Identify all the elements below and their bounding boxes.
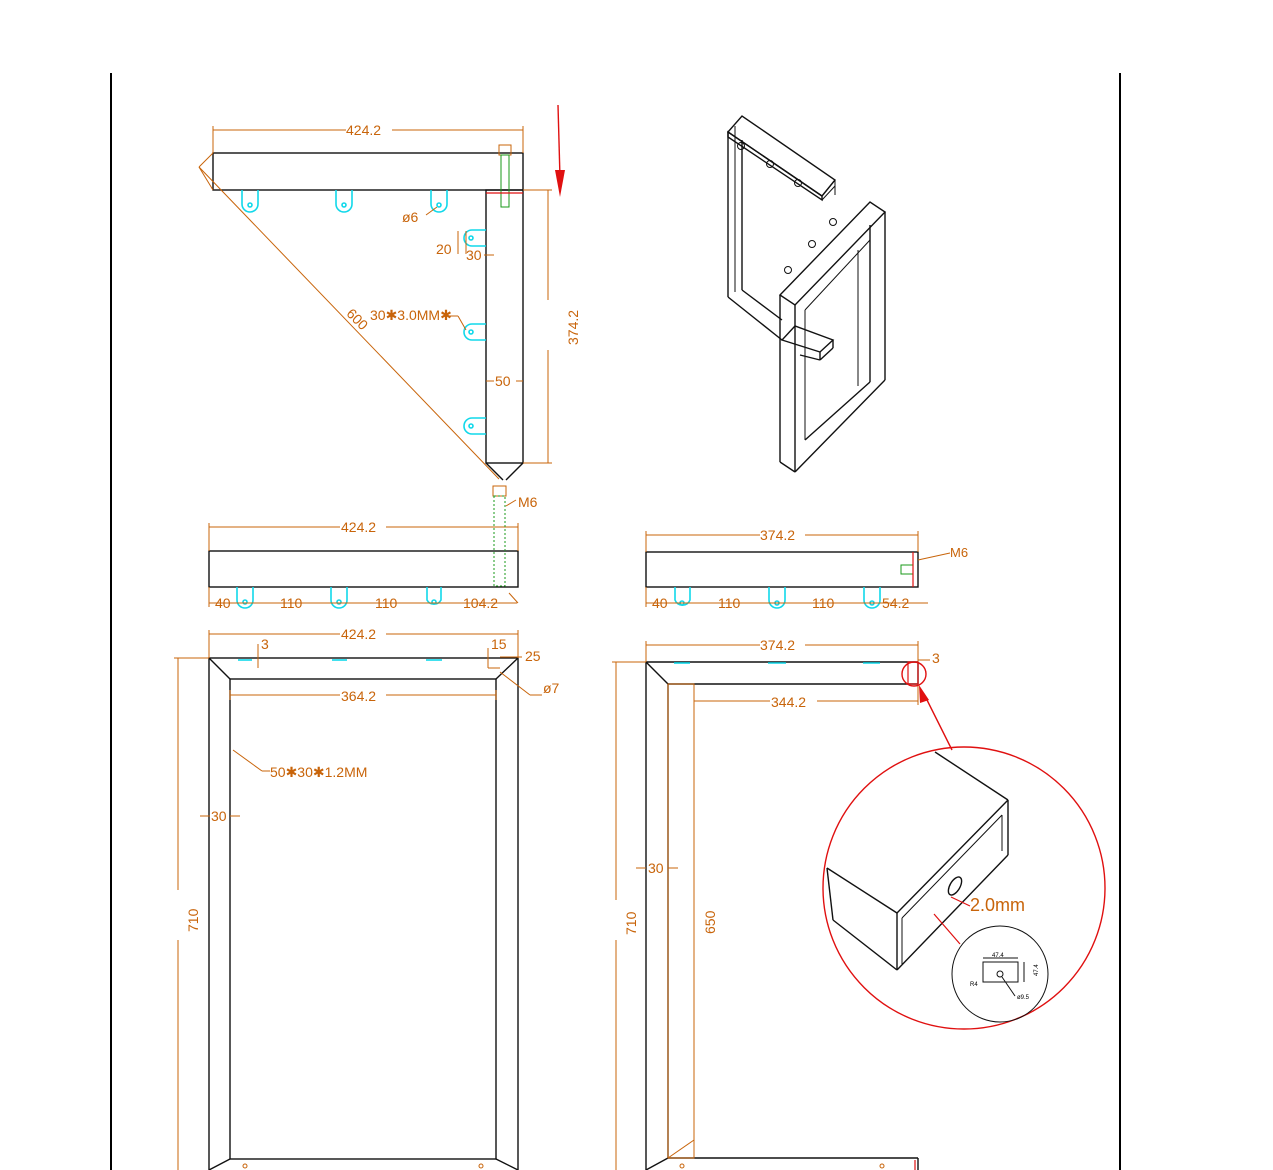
frame-left <box>174 630 542 1170</box>
detail-hole: ø9.5 <box>1017 995 1030 1001</box>
frame-left-inner-w: 364.2 <box>341 688 376 704</box>
frame-right-outer-w: 374.2 <box>760 637 795 653</box>
frame-left-hole-7: ø7 <box>543 680 560 696</box>
side-view-left <box>208 485 519 609</box>
frame-left-corner-25: 25 <box>525 648 541 664</box>
detail-view <box>822 746 1106 1030</box>
top-slot-w: 20 <box>436 241 452 257</box>
side-left-d2: 110 <box>280 595 303 611</box>
side-left-d3: 110 <box>375 595 398 611</box>
side-view-right <box>645 531 951 609</box>
side-left-d1: 40 <box>215 595 231 611</box>
side-left-bolt: M6 <box>518 494 538 510</box>
top-slot-pitch: 50 <box>495 373 511 389</box>
frame-right <box>612 641 953 1170</box>
frame-right-inner-w: 344.2 <box>771 694 806 710</box>
detail-wall: 2.0mm <box>970 895 1025 915</box>
top-tube-spec: 30✱3.0MM✱ <box>370 307 452 323</box>
detail-radius: R4 <box>970 982 978 988</box>
top-slot-off: 30 <box>466 247 482 263</box>
side-right-width: 374.2 <box>760 527 795 543</box>
side-right-bolt: M6 <box>950 545 968 560</box>
frame-left-height: 710 <box>185 908 201 932</box>
detail-slot-b: 47.4 <box>1034 964 1040 976</box>
side-right-d4: 54.2 <box>882 595 909 611</box>
top-height-dim: 374.2 <box>565 310 581 345</box>
frame-left-tube-spec: 50✱30✱1.2MM <box>270 764 367 780</box>
top-hole-dim: ø6 <box>402 209 419 225</box>
top-view <box>198 104 565 481</box>
frame-right-side-30: 30 <box>648 860 664 876</box>
frame-left-corner-15: 15 <box>491 636 507 652</box>
side-right-d1: 40 <box>652 595 668 611</box>
frame-left-side-30: 30 <box>211 808 227 824</box>
frame-right-corner-3: 3 <box>932 650 940 666</box>
side-left-width: 424.2 <box>341 519 376 535</box>
detail-slot-a: 47.4 <box>992 953 1004 959</box>
frame-right-height: 710 <box>623 911 639 935</box>
frame-left-corner-3: 3 <box>261 636 269 652</box>
top-diag-dim: 600 <box>344 305 372 333</box>
top-width-dim: 424.2 <box>346 122 381 138</box>
frame-left-outer-w: 424.2 <box>341 626 376 642</box>
side-left-d4: 104.2 <box>463 595 498 611</box>
side-right-d2: 110 <box>718 595 741 611</box>
isometric-view <box>726 115 887 473</box>
side-right-d3: 110 <box>812 595 835 611</box>
frame-right-inner-h: 650 <box>702 910 718 934</box>
